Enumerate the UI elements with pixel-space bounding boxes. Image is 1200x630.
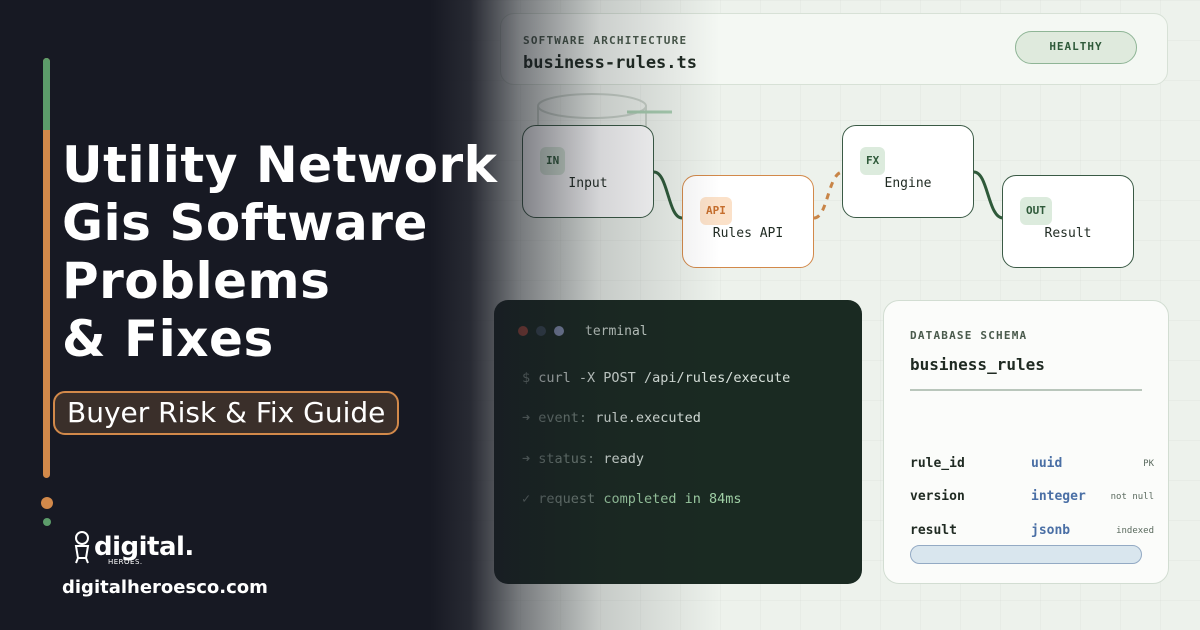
- divider: [910, 389, 1142, 391]
- pipeline-node-engine[interactable]: FX Engine: [842, 125, 974, 218]
- website-url[interactable]: digitalheroesco.com: [62, 577, 268, 598]
- terminal-title: terminal: [585, 324, 648, 339]
- node-name: Engine: [884, 176, 932, 191]
- terminal-line-status: ➜ status: ready: [522, 451, 644, 467]
- column-constraint: not null: [1110, 492, 1154, 502]
- architecture-filename: business-rules.ts: [523, 53, 697, 73]
- prompt-symbol: $: [522, 370, 531, 386]
- node-tag: FX: [860, 147, 886, 175]
- hero-mascot-icon: [74, 531, 90, 564]
- title-line: Utility Network: [62, 136, 498, 194]
- schema-table-name: business_rules: [910, 355, 1045, 374]
- minimize-dot-icon[interactable]: [536, 326, 546, 336]
- architecture-header-card: SOFTWARE ARCHITECTURE business-rules.ts …: [500, 13, 1168, 85]
- pipeline-node-rules-api[interactable]: API Rules API: [682, 175, 814, 268]
- architecture-label: SOFTWARE ARCHITECTURE: [523, 34, 688, 47]
- accent-bar: [43, 58, 50, 478]
- health-status-badge: HEALTHY: [1015, 31, 1137, 64]
- logo-wordmark: digital.: [94, 532, 194, 562]
- close-dot-icon[interactable]: [518, 326, 528, 336]
- line-key: request: [538, 491, 596, 507]
- brand-logo[interactable]: digital. HEROES.: [72, 530, 194, 566]
- command-text: curl -X POST /api/rules/execute: [538, 370, 791, 386]
- column-type: uuid: [1031, 456, 1063, 471]
- database-schema-card: DATABASE SCHEMA business_rules rule_id u…: [883, 300, 1169, 584]
- check-icon: ✓: [522, 491, 531, 507]
- line-key: event:: [538, 410, 588, 426]
- title-line: Problems: [62, 252, 331, 310]
- node-name: Rules API: [712, 226, 784, 241]
- terminal-line-event: ➜ event: rule.executed: [522, 410, 701, 426]
- arrow-icon: ➜: [522, 451, 531, 467]
- column-type: integer: [1031, 489, 1086, 504]
- terminal-line-command: $ curl -X POST /api/rules/execute: [522, 370, 790, 386]
- column-constraint: indexed: [1116, 526, 1154, 536]
- node-tag: IN: [540, 147, 566, 175]
- line-value: ready: [603, 451, 644, 467]
- terminal-line-complete: ✓ request completed in 84ms: [522, 491, 742, 507]
- logo-subtitle: HEROES.: [108, 558, 143, 566]
- node-name: Input: [568, 176, 608, 191]
- column-name: rule_id: [910, 456, 965, 471]
- guide-pill: Buyer Risk & Fix Guide: [53, 391, 400, 435]
- schema-highlight-bar: [910, 545, 1142, 564]
- line-key: status:: [538, 451, 596, 467]
- schema-row: rule_id uuid PK: [910, 456, 1154, 476]
- terminal-window: terminal $ curl -X POST /api/rules/execu…: [494, 300, 862, 584]
- column-type: jsonb: [1031, 523, 1071, 538]
- line-value: rule.executed: [595, 410, 701, 426]
- pipeline-node-input[interactable]: IN Input: [522, 125, 654, 218]
- schema-label: DATABASE SCHEMA: [910, 329, 1028, 342]
- line-value: completed in 84ms: [603, 491, 742, 507]
- node-tag: OUT: [1020, 197, 1052, 225]
- arrow-icon: ➜: [522, 410, 531, 426]
- title-line: Gis Software: [62, 194, 428, 252]
- node-tag: API: [700, 197, 732, 225]
- column-name: result: [910, 523, 957, 538]
- node-name: Result: [1044, 226, 1092, 241]
- schema-row: result jsonb indexed: [910, 523, 1154, 543]
- accent-bar-top: [43, 58, 50, 130]
- page-title: Utility Network Gis Software Problems & …: [62, 136, 502, 368]
- title-line: & Fixes: [62, 310, 274, 368]
- column-constraint: PK: [1143, 459, 1154, 469]
- decor-dot-green: [43, 518, 51, 526]
- maximize-dot-icon[interactable]: [554, 326, 564, 336]
- schema-row: version integer not null: [910, 489, 1154, 509]
- decor-dot-orange: [41, 497, 53, 509]
- pipeline-node-result[interactable]: OUT Result: [1002, 175, 1134, 268]
- column-name: version: [910, 489, 965, 504]
